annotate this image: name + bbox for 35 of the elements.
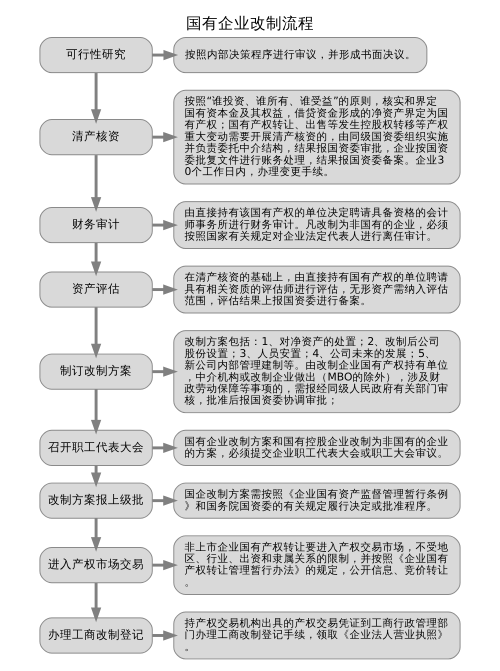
node-box: 财务审计 xyxy=(39,207,153,244)
arrow xyxy=(152,132,178,142)
arrow xyxy=(90,155,102,212)
node-box: 按照内部决策程序进行审议，并形成书面决议。 xyxy=(173,36,428,74)
arrow xyxy=(90,518,102,552)
node-box: 国有企业改制方案和国有控股企业改制为非国有的企业的方案，必须提交企业职工代表大会或职工大会审议。 xyxy=(173,430,461,466)
node-box: 召开职工代表大会 xyxy=(39,430,153,466)
node-box: 清产核资 xyxy=(39,119,153,156)
arrow xyxy=(90,583,102,622)
arrow xyxy=(152,630,178,641)
node-box: 持产权交易机构出具的产权交易凭证到工商行政管理部门办理工商改制登记手续，领取《企业法人营业执照》。 xyxy=(173,612,461,660)
node-box: 制订改制方案 xyxy=(39,354,153,390)
node-box: 办理工商改制登记 xyxy=(39,617,153,654)
node-box: 国企改制方案需按照《企业国有资产监督管理暂行条例》和国务院国资委的有关规定履行决定或批准程序。 xyxy=(173,482,461,519)
arrow xyxy=(152,366,178,377)
arrow xyxy=(152,560,178,570)
node-box: 非上市企业国有产权转让要进入产权交易市场，不受地区、行业、出资和隶属关系的限制，并按照《企业国有产权转让管理暂行办法》的规定，公开信息、竞价转让。 xyxy=(173,535,461,595)
arrow xyxy=(152,220,178,230)
node-box: 按照“谁投资、谁所有、谁受益”的原则，核实和界定国有资本金及其权益，借贷资金形成的净资产界定为国有产权；国有产权转让、出售等发生控股权转移等产权重大变动需要开展清产核资的，由同级国资委组织实施并负责委托中介结构，结果报国资委审批，企业按国资委批复文件进行账务处理，结果报国资委备案。企业30个工作日内，办理变更手续。 xyxy=(173,90,461,185)
arrow xyxy=(90,73,102,124)
node-box: 进入产权市场交易 xyxy=(39,547,153,584)
arrow xyxy=(90,242,102,276)
arrow xyxy=(90,390,102,435)
node-box: 资产评估 xyxy=(39,272,153,308)
arrow xyxy=(152,442,178,454)
node-box: 在清产核资的基础上，由直接持有国有产权的单位聘请具有相关资质的评估师进行评估，无形资产需纳入评估范围，评估结果上报国资委进行备案。 xyxy=(173,266,461,314)
arrow xyxy=(90,308,102,358)
node-box: 可行性研究 xyxy=(39,36,153,74)
arrow xyxy=(152,284,178,295)
diagram-title: 国有企业改制流程 xyxy=(186,13,314,32)
arrow xyxy=(152,496,178,506)
node-box: 改制方案包括：1、对净资产的处置；2、改制后公司股份设置；3、人员安置；4、公司未来的发展；5、新公司内部管理建制等。由改制企业国有产权持有单位，中介机构或改制企业做出（MBO的除外），涉及财政劳动保障等事项的，需报经同级人民政府有关部门审核，批准后报国资委协调审批； xyxy=(173,330,461,414)
node-box: 改制方案报上级批 xyxy=(39,482,153,519)
node-box: 由直接持有该国有产权的单位决定聘请具备资格的会计师事务所进行财务审计。凡改制为非国有的企业，必须按照国家有关规定对企业法定代表人进行离任审计。 xyxy=(173,201,461,250)
arrow xyxy=(152,50,178,60)
